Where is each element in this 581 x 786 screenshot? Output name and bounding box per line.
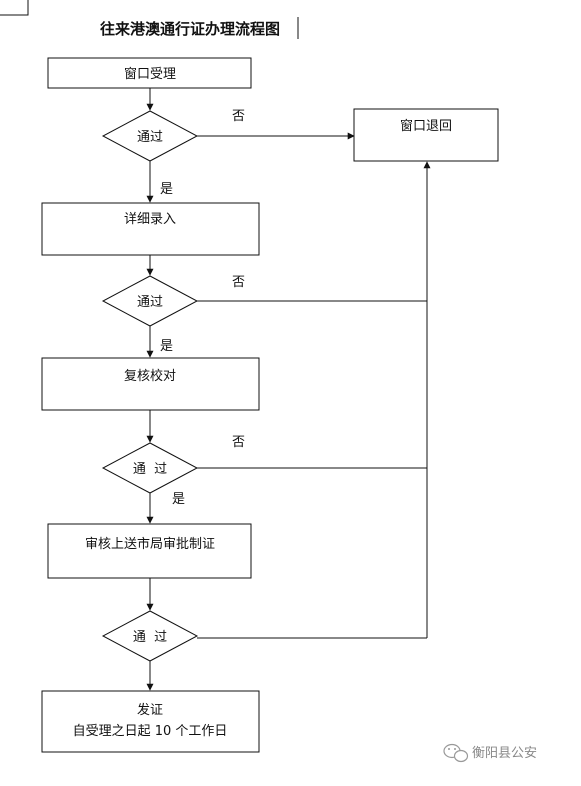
edge-d3-yes-label: 是 <box>172 492 185 507</box>
edge-d3-no-label: 否 <box>232 435 245 450</box>
node-detail-entry-label: 详细录入 <box>124 212 176 227</box>
node-issue <box>41 690 260 753</box>
decision-4-label: 通 过 <box>133 630 167 645</box>
edge-d1-yes-label: 是 <box>160 182 173 197</box>
crop-mark <box>0 0 29 16</box>
decision-2-label: 通过 <box>137 295 163 310</box>
node-submit-approval <box>47 523 252 579</box>
node-window-reject <box>353 108 499 162</box>
node-review-check <box>41 357 260 411</box>
node-submit-approval-label: 审核上送市局审批制证 <box>85 536 215 552</box>
page-title: 往来港澳通行证办理流程图 <box>100 20 280 38</box>
decision-1-label: 通过 <box>137 130 163 145</box>
node-window-reject-label: 窗口退回 <box>400 118 452 134</box>
node-issue-label-2: 自受理之日起 10 个工作日 <box>73 724 228 739</box>
node-issue-label-1: 发证 <box>137 702 163 718</box>
wechat-icon <box>443 743 469 763</box>
edge-d1-no-label: 否 <box>232 109 245 124</box>
node-detail-entry <box>41 202 260 256</box>
edge-d2-no-label: 否 <box>232 275 245 290</box>
watermark-text: 衡阳县公安 <box>472 746 537 761</box>
edge-d2-yes-label: 是 <box>160 339 173 354</box>
decision-3-label: 通 过 <box>133 462 167 477</box>
node-review-check-label: 复核校对 <box>124 368 176 384</box>
node-window-accept-label: 窗口受理 <box>124 66 176 82</box>
